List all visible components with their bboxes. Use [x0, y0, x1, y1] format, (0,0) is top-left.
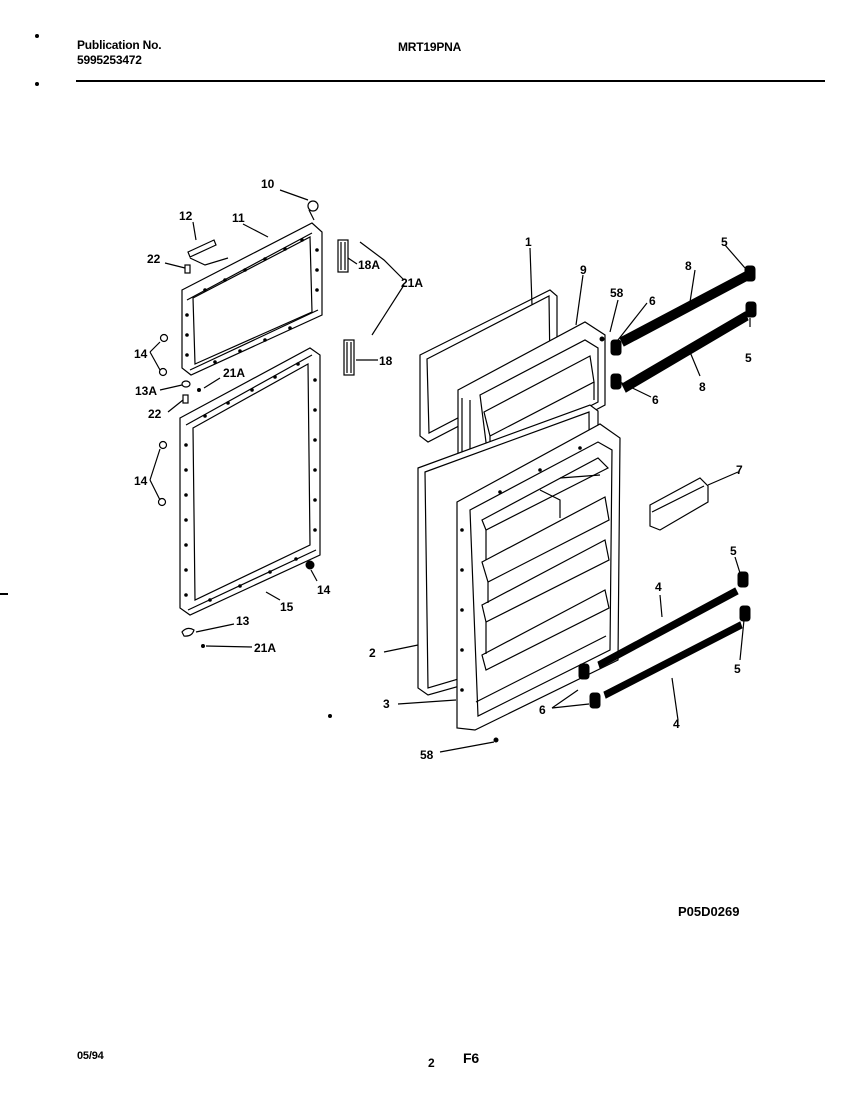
- margin-dot: [35, 82, 39, 86]
- diagram-code: P05D0269: [678, 904, 739, 919]
- callout-5-lower: 5: [730, 544, 737, 558]
- header-rule: [76, 80, 825, 82]
- callout-21a-mid: 21A: [223, 366, 245, 380]
- callout-10: 10: [261, 177, 275, 191]
- callout-6-top: 6: [649, 294, 656, 308]
- callout-labels: 10 12 11 22 14 21A 13A 22 14 14 15 13 21…: [134, 177, 752, 762]
- fresh-food-door-liner: [179, 347, 321, 616]
- callout-14-lower: 14: [134, 474, 148, 488]
- callout-13: 13: [236, 614, 250, 628]
- fresh-food-inner-door-liner: [456, 423, 621, 731]
- callout-22-mid: 22: [148, 407, 162, 421]
- callout-5-upper-right: 5: [745, 351, 752, 365]
- dairy-door-part: [649, 477, 709, 531]
- callout-1: 1: [525, 235, 532, 249]
- callout-13a: 13A: [135, 384, 157, 398]
- callout-2: 2: [369, 646, 376, 660]
- callout-4-top: 4: [655, 580, 662, 594]
- hinge-cover-part: [187, 239, 217, 258]
- callout-8-top: 8: [685, 259, 692, 273]
- footer-figure: F6: [463, 1050, 479, 1066]
- callout-7: 7: [736, 463, 743, 477]
- plug-part: [307, 200, 319, 212]
- publication-label: Publication No.: [77, 38, 162, 52]
- callout-58-top: 58: [610, 286, 624, 300]
- model-number: MRT19PNA: [398, 40, 462, 54]
- freezer-door-liner: [181, 222, 323, 376]
- callout-6-mid: 6: [652, 393, 659, 407]
- callout-5-bottom: 5: [734, 662, 741, 676]
- footer-date: 05/94: [77, 1050, 104, 1062]
- callout-14-right: 14: [317, 583, 331, 597]
- end-cap-parts: [737, 265, 757, 622]
- footer-page-number: 2: [428, 1056, 435, 1070]
- left-hardware-parts: [157, 264, 315, 648]
- callout-5-top: 5: [721, 235, 728, 249]
- screw-part: [599, 336, 605, 342]
- lower-handle-rods: [597, 587, 743, 699]
- callout-14-upper: 14: [134, 347, 148, 361]
- callout-58-bottom: 58: [420, 748, 434, 762]
- handle-insert-parts: [337, 239, 355, 376]
- stray-dot: [328, 714, 332, 718]
- callout-leader-lines: [149, 189, 751, 753]
- handle-mount-parts: [578, 339, 622, 709]
- callout-9: 9: [580, 263, 587, 277]
- screw-part: [493, 737, 499, 743]
- callout-21a-top: 21A: [401, 276, 423, 290]
- callout-21a-bottom: 21A: [254, 641, 276, 655]
- callout-18: 18: [379, 354, 393, 368]
- callout-22-top: 22: [147, 252, 161, 266]
- callout-4-bottom: 4: [673, 717, 680, 731]
- publication-number: 5995253472: [77, 53, 142, 67]
- callout-3: 3: [383, 697, 390, 711]
- upper-handle-rods: [619, 271, 749, 393]
- callout-8-bottom: 8: [699, 380, 706, 394]
- margin-dot: [35, 34, 39, 38]
- callout-15: 15: [280, 600, 294, 614]
- margin-tick: [0, 593, 8, 595]
- callout-12: 12: [179, 209, 193, 223]
- callout-6-bottom: 6: [539, 703, 546, 717]
- callout-18a: 18A: [358, 258, 380, 272]
- callout-11: 11: [232, 211, 245, 225]
